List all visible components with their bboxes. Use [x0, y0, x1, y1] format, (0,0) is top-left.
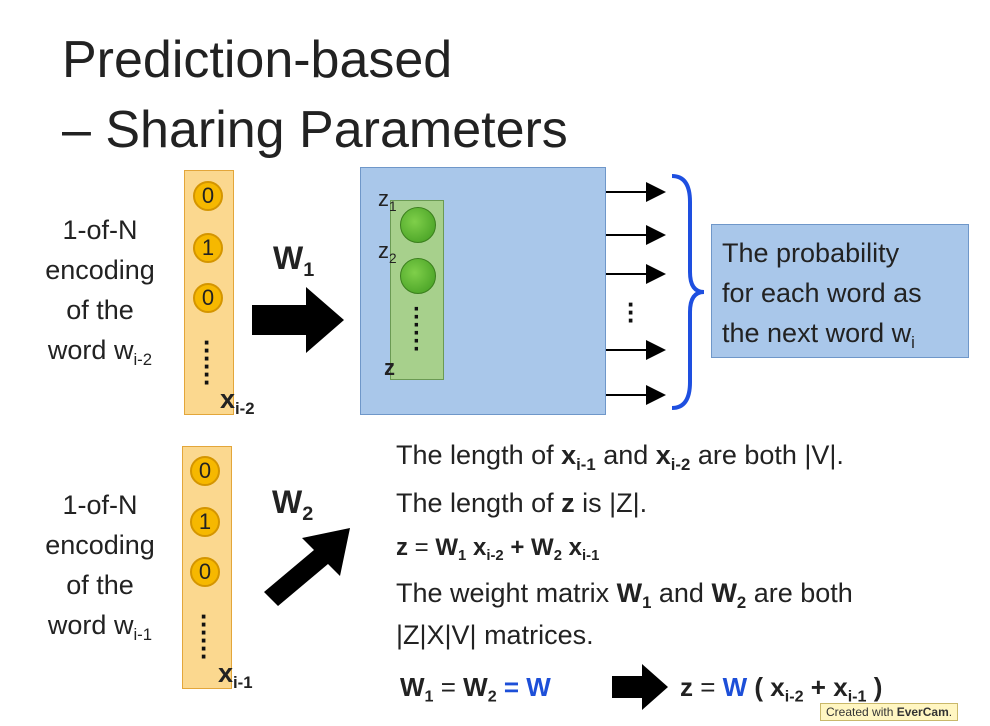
hidden-node-2: [400, 258, 436, 294]
prob-line-1: The probability: [722, 238, 900, 268]
top-label-line-2: encoding: [45, 255, 155, 285]
hidden-ellipsis: ······: [413, 296, 421, 363]
w1-label: W1: [273, 240, 315, 281]
top-vector-cell-3: 0: [193, 283, 223, 313]
bottom-label-word: word wi-1: [47, 610, 153, 644]
bottom-label-line-1: 1-of-N: [62, 490, 138, 520]
output-brace: [671, 174, 705, 410]
bottom-vector-ellipsis: ······: [200, 601, 209, 671]
bottom-label-line-3: of the: [66, 570, 134, 600]
bottom-vector-var: xi-1: [218, 658, 253, 692]
explanation-line-2: The length of z is |Z|.: [396, 488, 648, 518]
w2-arrow: [264, 528, 350, 606]
explanation-line-4: The weight matrix W1 and W2 are both: [396, 578, 853, 612]
z2-label: z2: [378, 238, 397, 266]
top-vector-var: xi-2: [220, 384, 255, 418]
top-label-line-3: of the: [66, 295, 134, 325]
output-ellipsis: ···: [627, 289, 636, 335]
top-vector-cell-1: 0: [193, 181, 223, 211]
z1-label: z1: [378, 186, 397, 214]
equality-right: z = W ( xi-2 + xi-1 ): [680, 672, 883, 706]
probability-box: The probability for each word as the nex…: [711, 224, 969, 358]
w1-arrow: [252, 287, 344, 353]
z-label: z: [384, 355, 395, 380]
prob-line-3: the next word wi: [722, 318, 915, 352]
bottom-vector-cell-1: 0: [190, 456, 220, 486]
explanation-line-3: z = W1 xi-2 + W2 xi-1: [396, 534, 600, 565]
top-input-label: 1-of-N encoding of the word wi-2: [30, 210, 170, 380]
title-line-1: Prediction-based: [62, 31, 453, 89]
top-vector-cell-2: 1: [193, 233, 223, 263]
equality-left: W1 = W2 = W: [400, 672, 551, 706]
bottom-vector-cell-3: 0: [190, 557, 220, 587]
top-vector-ellipsis: ······: [203, 327, 212, 397]
prob-line-2: for each word as: [722, 278, 922, 308]
bottom-vector-cell-2: 1: [190, 507, 220, 537]
evercam-watermark: Created with EverCam.: [820, 703, 959, 721]
top-label-line-1: 1-of-N: [62, 215, 138, 245]
title-line-2: – Sharing Parameters: [62, 101, 568, 159]
equality-arrow: [612, 664, 668, 710]
explanation-line-5: |Z|X|V| matrices.: [396, 620, 594, 650]
hidden-node-1: [400, 207, 436, 243]
bottom-label-line-2: encoding: [45, 530, 155, 560]
top-label-word: word wi-2: [47, 335, 153, 369]
output-arrows: [606, 182, 666, 405]
w2-label: W2: [272, 484, 314, 525]
explanation-line-1: The length of xi-1 and xi-2 are both |V|…: [396, 440, 844, 474]
bottom-input-label: 1-of-N encoding of the word wi-1: [30, 485, 170, 655]
